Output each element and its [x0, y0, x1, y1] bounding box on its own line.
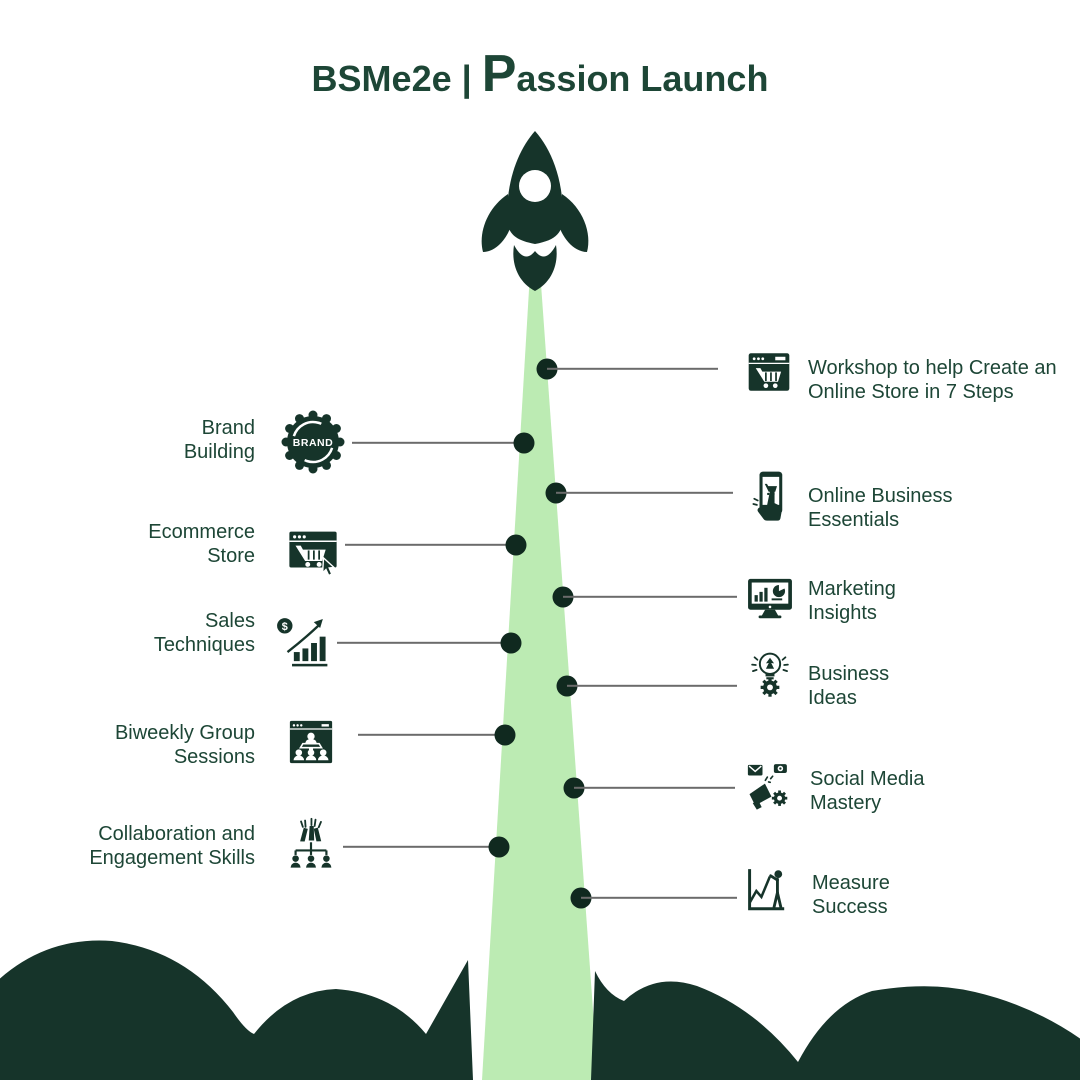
right-label-workshop: Workshop to help Create an Online Store … — [808, 357, 1068, 404]
connector-line — [337, 641, 511, 645]
right-label-social-media-mastery: Social Media Mastery — [810, 768, 1050, 815]
analytics-monitor-icon — [744, 574, 796, 626]
label-line: Sales — [204, 610, 255, 632]
milestone-dot — [500, 632, 522, 654]
title-prefix: BSMe2e | — [311, 58, 482, 99]
page-title: BSMe2e | Passion Launch — [0, 44, 1080, 117]
connector-line — [343, 845, 499, 849]
idea-gear-icon — [744, 650, 796, 702]
left-label-biweekly-group-sessions: Biweekly Group Sessions — [15, 722, 255, 769]
milestone-dot — [488, 836, 510, 858]
label-line: Ideas — [808, 686, 857, 709]
social-media-icon — [743, 760, 795, 812]
right-label-measure-success: Measure Success — [812, 872, 1052, 919]
label-line: Mastery — [810, 791, 882, 814]
measure-success-icon — [742, 864, 796, 918]
group-session-icon — [285, 716, 337, 768]
label-line: Techniques — [153, 633, 255, 656]
label-line: Workshop to help Create an — [808, 357, 1057, 379]
connector-line — [345, 543, 516, 547]
right-label-business-ideas: Business Ideas — [808, 663, 1048, 710]
connector-line — [547, 367, 718, 371]
title-big-letter: P — [481, 45, 517, 103]
right-label-marketing-insights: Marketing Insights — [808, 578, 1048, 625]
sales-growth-icon: $ — [273, 614, 331, 672]
label-line: Engagement Skills — [89, 846, 255, 869]
connector-line — [358, 733, 505, 737]
milestone-dot — [513, 432, 535, 454]
label-line: Insights — [808, 601, 877, 624]
title-rest: assion Launch — [516, 58, 769, 99]
label-line: Collaboration and — [98, 823, 255, 845]
connector-line — [574, 786, 735, 790]
label-line: Biweekly Group — [114, 722, 255, 744]
right-label-online-business-essentials: Online Business Essentials — [808, 485, 1048, 532]
label-line: Essentials — [808, 508, 900, 531]
left-label-sales-techniques: Sales Techniques — [15, 610, 255, 657]
milestone-dot — [505, 534, 527, 556]
label-line: Measure — [812, 872, 890, 894]
label-line: Online Store in 7 Steps — [808, 380, 1014, 403]
label-line: Marketing — [808, 578, 896, 600]
rocket-icon — [460, 128, 610, 300]
label-line: Business — [808, 663, 890, 685]
label-line: Social Media — [810, 768, 925, 790]
label-line: Success — [812, 895, 888, 918]
left-label-ecommerce-store: Ecommerce Store — [15, 521, 255, 568]
connector-line — [563, 595, 737, 599]
connector-line — [556, 491, 733, 495]
label-line: Brand — [201, 417, 255, 439]
brand-badge-text: BRAND — [293, 437, 333, 449]
brand-badge-icon: BRAND — [281, 410, 345, 474]
label-line: Online Business — [808, 485, 953, 507]
online-store-icon — [744, 347, 794, 397]
ecommerce-store-icon — [285, 522, 341, 578]
left-label-collaboration-engagement: Collaboration and Engagement Skills — [15, 823, 255, 870]
collaboration-icon — [282, 816, 340, 874]
svg-text:$: $ — [282, 621, 288, 633]
milestone-dot — [494, 724, 516, 746]
connector-line — [352, 441, 524, 445]
label-line: Store — [207, 544, 255, 567]
connector-line — [567, 684, 737, 688]
label-line: Building — [183, 440, 255, 463]
label-line: Sessions — [173, 745, 255, 768]
label-line: Ecommerce — [148, 521, 255, 543]
mobile-commerce-icon — [742, 469, 798, 525]
left-label-brand-building: Brand Building — [15, 417, 255, 464]
connector-line — [581, 896, 737, 900]
